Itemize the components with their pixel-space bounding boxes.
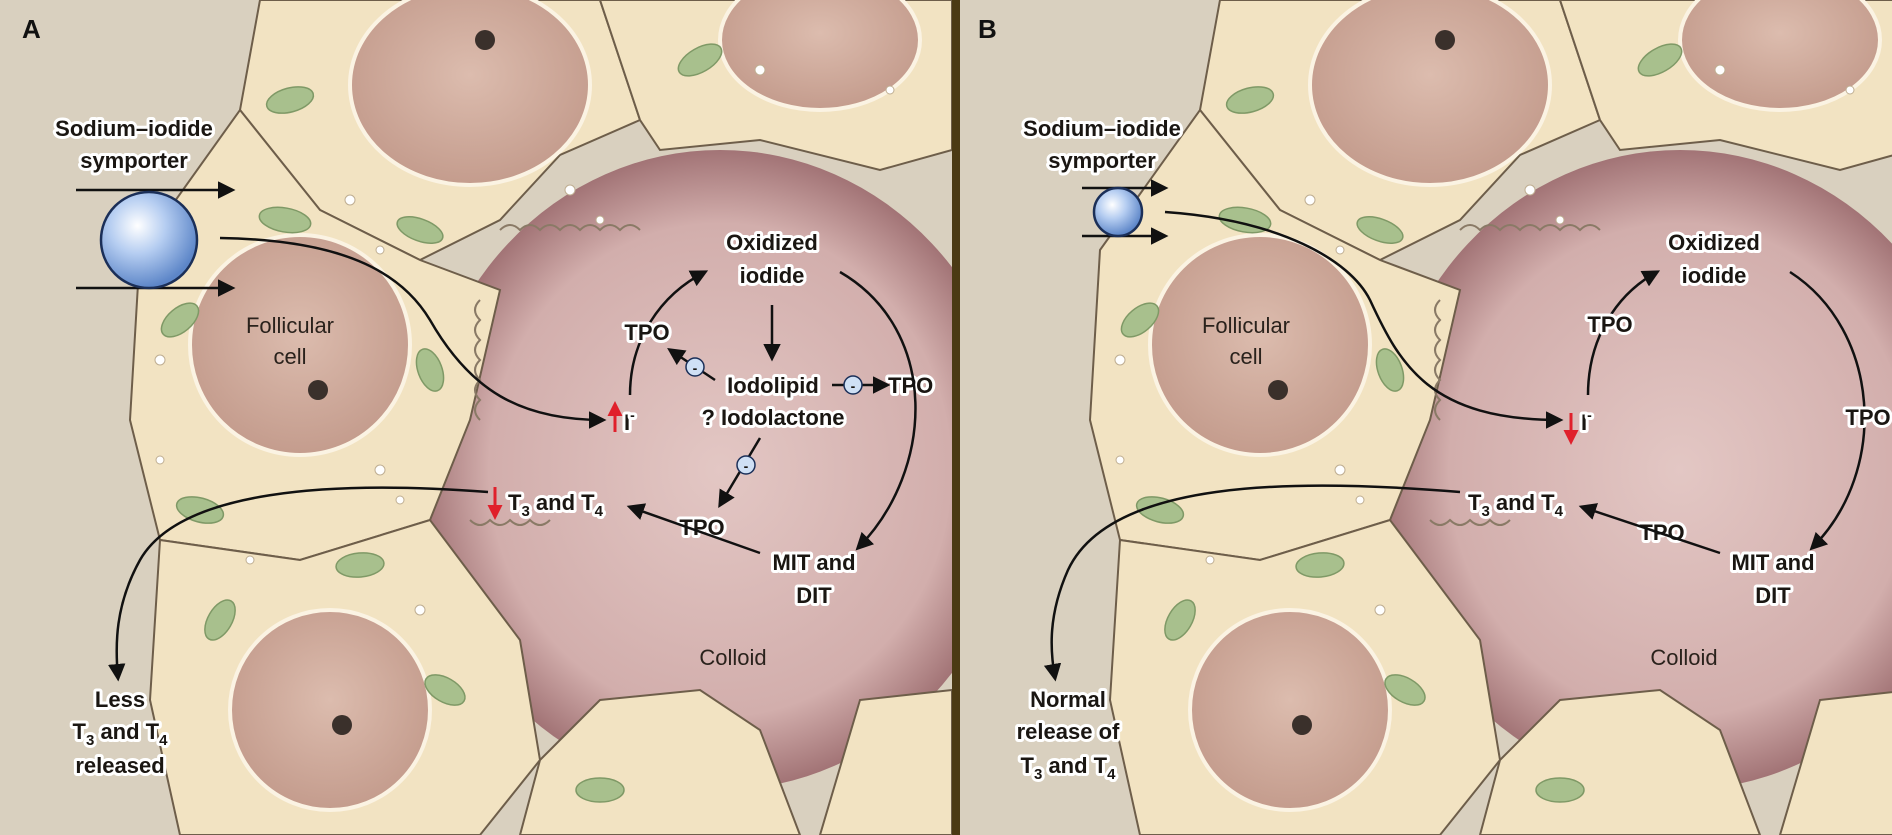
oxidized-to-mit-arrow <box>839 270 917 551</box>
iodide-to-oxidized-arrow <box>628 270 709 396</box>
symporter-label-line1: Sodium–iodide <box>1023 116 1181 141</box>
tpo-label-left: TPO <box>624 320 669 345</box>
symporter-label-line2: symporter <box>1048 148 1156 173</box>
iodide-transport-arrow <box>219 236 607 429</box>
release-label-line3: T3 and T4 <box>1021 753 1117 783</box>
inhibit-symbol: - <box>851 378 856 394</box>
release-label-line2: release of <box>1017 719 1120 744</box>
iodide-label: I- <box>624 407 635 435</box>
mit-label-line1: MIT and <box>772 550 855 575</box>
inhibit-icon <box>843 375 863 395</box>
iodide-transport-arrow <box>1164 210 1564 429</box>
t3t4-label: T3 and T4 <box>508 490 604 520</box>
mit-to-t3t4-arrow <box>1578 503 1721 555</box>
iodide-to-oxidized-arrow <box>1586 270 1661 396</box>
inhibit-symbol: - <box>693 360 698 376</box>
symporter-label-line1: Sodium–iodide <box>55 116 213 141</box>
iodide-label: I- <box>1581 407 1592 435</box>
tpo-label-right: TPO <box>1845 405 1890 430</box>
release-arrow <box>108 486 489 682</box>
symporter-sphere-icon <box>1092 186 1144 238</box>
release-label-line2: T3 and T4 <box>73 719 169 749</box>
oxidized-to-mit-arrow <box>1789 270 1866 551</box>
follicular-label-line1: Follicular <box>1202 313 1290 338</box>
t3t4-label: T3 and T4 <box>1468 490 1564 520</box>
release-label-line1: Normal <box>1030 687 1106 712</box>
release-label-line1: Less <box>95 687 145 712</box>
colloid-label: Colloid <box>1650 645 1717 670</box>
release-label-line3: released <box>75 753 164 778</box>
oxidized-label-line2: iodide <box>1682 263 1747 288</box>
mit-label-line2: DIT <box>796 583 832 608</box>
oxidized-label-line2: iodide <box>740 263 805 288</box>
mit-label-line2: DIT <box>1755 583 1791 608</box>
release-arrow <box>1043 484 1461 682</box>
tpo-label-left: TPO <box>1587 312 1632 337</box>
panel-divider <box>952 0 960 835</box>
mit-to-t3t4-arrow <box>626 503 761 555</box>
panel-a: A Sodium–iodide symporter Follicular cel… <box>0 0 1022 835</box>
symporter-sphere-icon <box>99 190 199 290</box>
follicular-label-line2: cell <box>273 344 306 369</box>
follicular-label-line1: Follicular <box>246 313 334 338</box>
tpo-label-right: TPO <box>888 373 933 398</box>
inhibit-icon <box>736 455 756 475</box>
oxidized-label-line1: Oxidized <box>1668 230 1760 255</box>
follicular-label-line2: cell <box>1229 344 1262 369</box>
panel-a-letter: A <box>22 14 41 44</box>
oxidized-label-line1: Oxidized <box>726 230 818 255</box>
symporter-label-line2: symporter <box>80 148 188 173</box>
panel-b-letter: B <box>978 14 997 44</box>
mit-label-line1: MIT and <box>1731 550 1814 575</box>
colloid-label: Colloid <box>699 645 766 670</box>
inhibit-icon <box>685 357 705 377</box>
iodolactone-label: ? Iodolactone <box>702 405 845 430</box>
sodium-iodide-symporter <box>1082 179 1169 245</box>
panel-b: B Sodium–iodide symporter Follicular cel… <box>958 0 1892 835</box>
iodolipid-label: Iodolipid <box>727 373 819 398</box>
sodium-iodide-symporter <box>76 181 236 297</box>
inhibit-symbol: - <box>744 458 749 474</box>
